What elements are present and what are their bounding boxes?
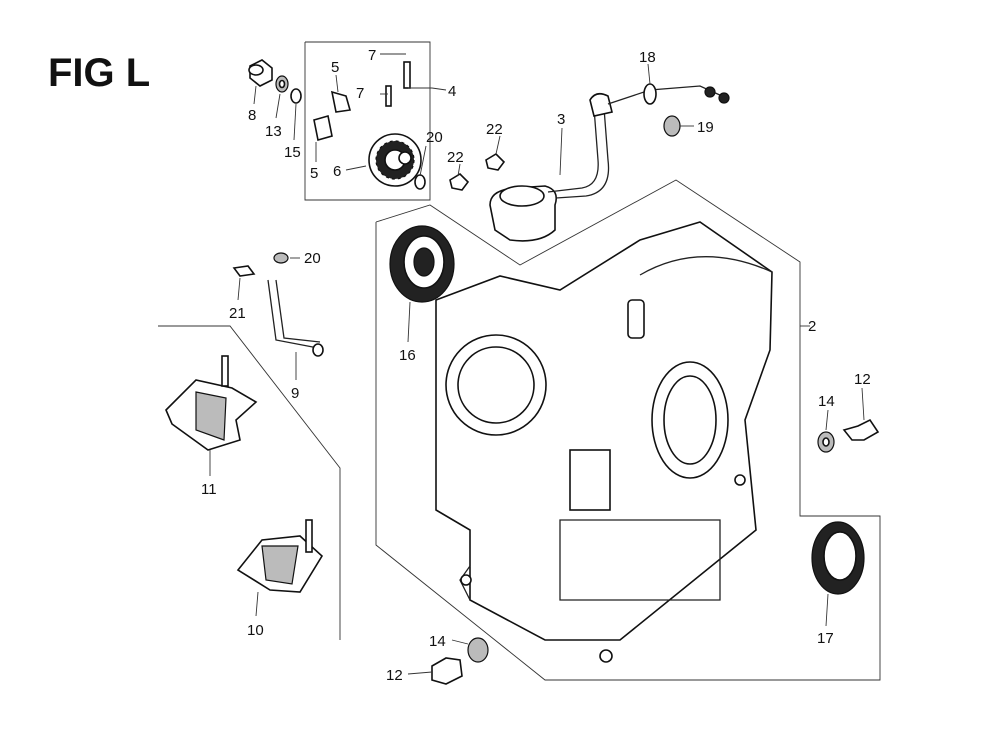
governor-gear-part-6 [368,133,422,187]
callout-22-a: 22 [486,121,503,138]
bolt-part-12-bottom [431,657,463,685]
figure-title: FIG L [48,51,150,95]
engine-mount-part-10 [236,519,324,593]
callout-16: 16 [399,347,416,364]
bearing-part-16 [389,225,455,303]
leader-lines [209,53,865,675]
washer-part-20-lower [273,252,289,264]
washer-part-20-upper [414,174,426,190]
clip-part-15 [290,88,302,104]
pin-part-7 [385,61,411,107]
callout-3: 3 [557,111,565,128]
callout-9: 9 [291,385,299,402]
callout-18: 18 [639,49,656,66]
callout-11: 11 [201,481,217,498]
tube-grommet-part-18 [607,83,730,105]
washer-part-13 [275,75,289,93]
callout-20-upper: 20 [426,129,443,146]
callout-12-bottom: 12 [386,667,403,684]
callout-7-top: 7 [368,47,376,64]
spring-part-21 [232,265,256,277]
crankcase-part-2 [435,221,773,663]
engine-mount-part-11 [165,355,258,451]
callout-17: 17 [817,630,834,647]
washer-part-14-right [817,431,835,453]
governor-group-frame [304,41,431,201]
oil-seal-part-17 [811,521,865,595]
callout-14-right: 14 [818,393,835,410]
callout-22-b: 22 [447,149,464,166]
rod-part-9 [267,279,324,357]
nut-part-19 [663,115,681,137]
bolt-part-22-a [485,152,506,171]
bolt-part-22-b [449,172,470,191]
crankcase-group-frame [375,179,881,681]
callout-14-bottom: 14 [429,633,446,650]
callout-5-top: 5 [331,59,339,76]
callout-13: 13 [265,123,282,140]
breather-tube-part-3 [489,92,613,242]
bolt-part-12-right [842,418,880,441]
callout-2: 2 [808,318,816,335]
callout-4: 4 [448,83,456,100]
callout-20-lower: 20 [304,250,321,267]
mount-group-frame [158,325,341,640]
callout-7-mid: 7 [356,85,364,102]
bolt-part-8 [248,59,273,87]
washer-part-14-bottom [467,637,489,663]
callout-6: 6 [333,163,341,180]
callout-12-right: 12 [854,371,871,388]
callout-19: 19 [697,119,714,136]
callout-8: 8 [248,107,256,124]
callout-10: 10 [247,622,264,639]
callout-21: 21 [229,305,246,322]
callout-5-bottom: 5 [310,165,318,182]
callout-labels: 2 3 4 5 5 6 7 7 8 9 10 11 12 12 13 14 14… [201,47,871,684]
holder-part-5 [313,90,352,142]
callout-15: 15 [284,144,301,161]
